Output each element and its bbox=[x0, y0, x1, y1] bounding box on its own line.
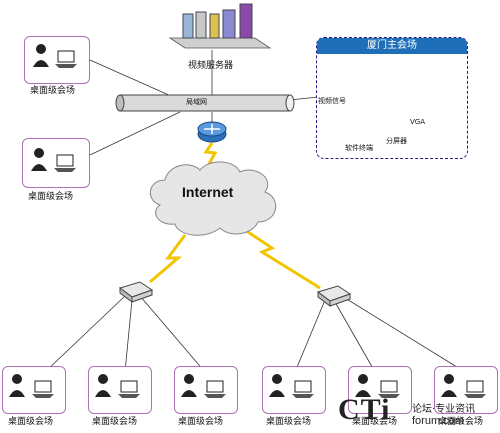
desktop-site-label: 桌面级会场 bbox=[8, 417, 54, 427]
watermark-cn: 论坛·专业资讯 bbox=[412, 404, 476, 415]
video-signal-label: 视频信号 bbox=[318, 97, 346, 105]
router-icon bbox=[197, 121, 227, 143]
person-laptop-icon bbox=[441, 374, 486, 398]
switch-icon-left bbox=[118, 281, 154, 303]
desktop-site-box bbox=[88, 366, 152, 414]
desktop-site-box bbox=[434, 366, 498, 414]
desktop-site-label: 桌面级会场 bbox=[178, 417, 224, 427]
person-laptop-icon bbox=[95, 374, 140, 398]
link-sw1-site4 bbox=[124, 299, 133, 373]
internet-label: Internet bbox=[182, 184, 234, 200]
person-laptop-icon bbox=[9, 374, 54, 398]
link-sw1-site3 bbox=[44, 295, 126, 373]
video-server-icon bbox=[168, 3, 272, 49]
link-sw2-site7 bbox=[334, 301, 376, 373]
lightning-cloud-switch1 bbox=[149, 234, 187, 284]
link-sw2-site8 bbox=[344, 297, 466, 373]
video-server-label: 视频服务器 bbox=[188, 61, 234, 71]
desktop-site-label: 桌面级会场 bbox=[438, 417, 484, 427]
desktop-site-box bbox=[174, 366, 238, 414]
main-venue-panel: 厦门主会场 bbox=[316, 37, 468, 159]
watermark-url: forum.com bbox=[412, 415, 464, 427]
desktop-site-box bbox=[22, 138, 90, 188]
link-sw2-site6 bbox=[294, 299, 326, 373]
desktop-site-box bbox=[24, 36, 90, 84]
desktop-site-box bbox=[2, 366, 66, 414]
lan-pipe bbox=[115, 94, 295, 112]
link-site1-lan bbox=[89, 59, 181, 101]
desktop-site-label: 桌面级会场 bbox=[92, 417, 138, 427]
main-venue-title: 厦门主会场 bbox=[317, 38, 467, 54]
link-sw1-site5 bbox=[139, 295, 206, 373]
software-terminal-label: 软件终端 bbox=[345, 144, 373, 152]
internet-cloud bbox=[150, 161, 277, 236]
link-site2-lan bbox=[89, 111, 181, 156]
lightning-router-cloud bbox=[203, 142, 218, 167]
desktop-site-label: 桌面级会场 bbox=[352, 417, 398, 427]
person-laptop-icon bbox=[31, 148, 76, 172]
person-laptop-icon bbox=[269, 374, 314, 398]
link-lan-main bbox=[289, 96, 319, 101]
desktop-site-box bbox=[262, 366, 326, 414]
person-laptop-icon bbox=[355, 374, 400, 398]
watermark-logo: CTi bbox=[338, 393, 391, 426]
splitter-label: 分屏器 bbox=[386, 137, 407, 145]
person-laptop-icon bbox=[33, 44, 77, 68]
connection-lines bbox=[44, 50, 466, 373]
desktop-site-label: 桌面级会场 bbox=[266, 417, 312, 427]
desktop-site-label: 桌面级会场 bbox=[30, 86, 76, 96]
person-laptop-icon bbox=[181, 374, 226, 398]
switch-icon-right bbox=[316, 285, 352, 307]
desktop-site-box bbox=[348, 366, 412, 414]
lan-label: 局域网 bbox=[186, 98, 207, 106]
desktop-site-label: 桌面级会场 bbox=[28, 192, 74, 202]
vga-label: VGA bbox=[410, 118, 426, 126]
lightning-cloud-switch2 bbox=[241, 226, 321, 290]
